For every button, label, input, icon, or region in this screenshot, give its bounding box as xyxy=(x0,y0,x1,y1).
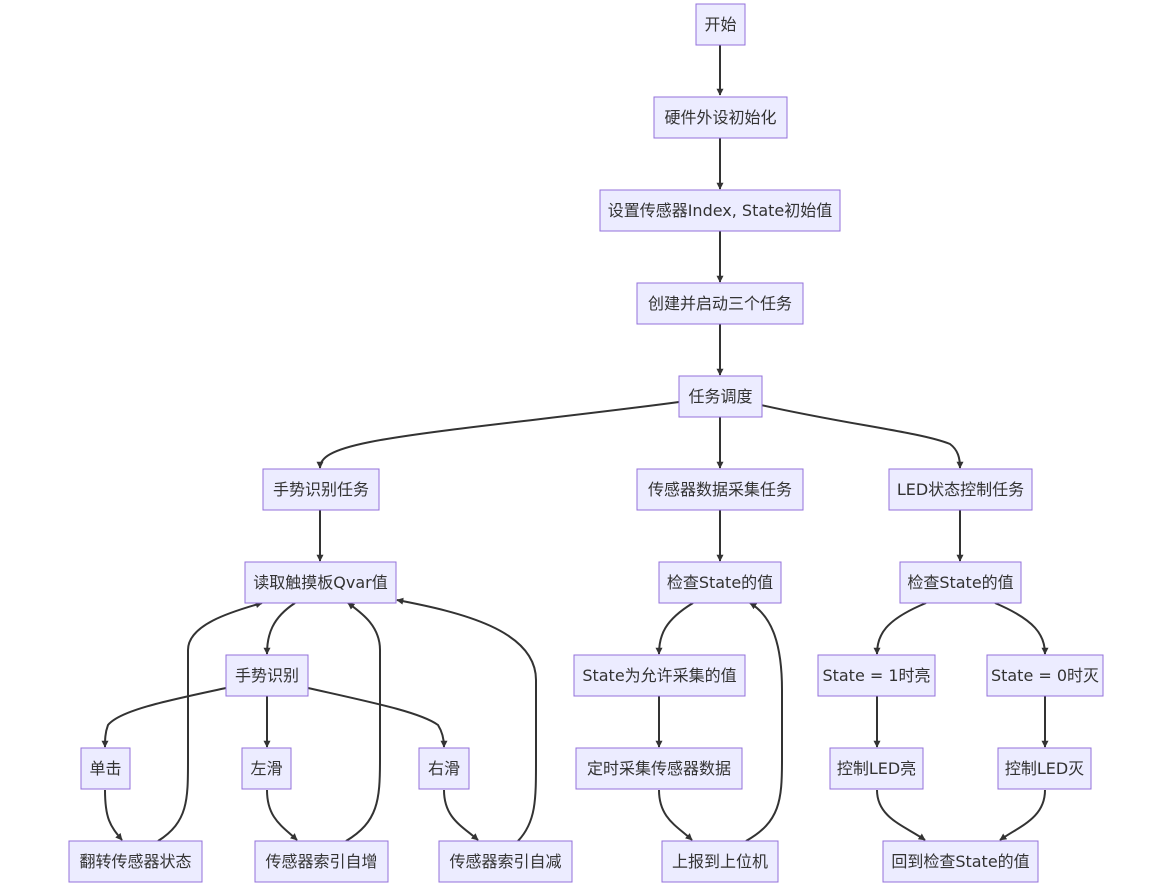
edge-ledoff-back xyxy=(999,789,1046,841)
node-check-state-mid: 检查State的值 xyxy=(658,561,782,604)
node-schedule-label: 任务调度 xyxy=(688,387,752,406)
edges xyxy=(101,45,1049,842)
node-single-click-label: 单击 xyxy=(89,759,121,778)
node-gesture-task-label: 手势识别任务 xyxy=(273,480,369,499)
node-state-off: State = 0时灭 xyxy=(986,654,1104,697)
node-set-init-label: 设置传感器Index, State初始值 xyxy=(608,201,833,220)
nodes: 开始 硬件外设初始化 设置传感器Index, State初始值 创建并启动三个任… xyxy=(68,3,1104,883)
edge-recog-click xyxy=(101,687,227,748)
node-back-check: 回到检查State的值 xyxy=(882,840,1039,883)
edge-dec-readqvar xyxy=(396,597,537,842)
node-swipe-left: 左滑 xyxy=(241,747,292,790)
node-swipe-left-label: 左滑 xyxy=(250,759,282,778)
edge-readqvar-recog xyxy=(263,602,296,655)
node-start: 开始 xyxy=(695,3,746,46)
node-report-host-label: 上报到上位机 xyxy=(672,852,768,871)
edge-inc-readqvar xyxy=(345,602,381,842)
node-state-allowed: State为允许采集的值 xyxy=(573,654,746,697)
edge-collect-report xyxy=(658,789,693,841)
node-index-dec-label: 传感器索引自减 xyxy=(449,852,561,871)
node-led-off: 控制LED灭 xyxy=(997,747,1092,790)
node-swipe-right: 右滑 xyxy=(418,747,470,790)
node-read-qvar: 读取触摸板Qvar值 xyxy=(244,561,397,604)
node-check-state-led-label: 检查State的值 xyxy=(907,573,1013,592)
node-state-on-label: State = 1时亮 xyxy=(822,666,930,685)
node-hw-init-label: 硬件外设初始化 xyxy=(664,108,776,127)
node-single-click: 单击 xyxy=(80,747,131,790)
node-state-allowed-label: State为允许采集的值 xyxy=(582,666,736,685)
node-gesture-recog-label: 手势识别 xyxy=(235,666,299,685)
node-led-on: 控制LED亮 xyxy=(829,747,924,790)
node-report-host: 上报到上位机 xyxy=(661,840,779,883)
node-set-init: 设置传感器Index, State初始值 xyxy=(599,189,841,232)
node-toggle-sensor-label: 翻转传感器状态 xyxy=(79,852,191,871)
edge-recog-right xyxy=(307,687,448,748)
node-schedule: 任务调度 xyxy=(678,375,763,418)
node-led-task: LED状态控制任务 xyxy=(888,468,1033,511)
node-index-inc-label: 传感器索引自增 xyxy=(265,852,377,871)
node-back-check-label: 回到检查State的值 xyxy=(891,852,1029,871)
edge-toggle-readqvar xyxy=(157,601,263,842)
node-create-tasks: 创建并启动三个任务 xyxy=(636,282,804,325)
edge-checkmid-allowed xyxy=(655,602,694,655)
node-check-state-led: 检查State的值 xyxy=(899,561,1022,604)
node-gesture-task: 手势识别任务 xyxy=(262,468,380,511)
node-state-on: State = 1时亮 xyxy=(817,654,936,697)
node-led-task-label: LED状态控制任务 xyxy=(897,480,1024,499)
node-sensor-task: 传感器数据采集任务 xyxy=(636,468,804,511)
node-index-dec: 传感器索引自减 xyxy=(438,840,573,883)
node-state-off-label: State = 0时灭 xyxy=(991,666,1099,685)
node-toggle-sensor: 翻转传感器状态 xyxy=(68,840,203,883)
edge-right-dec xyxy=(443,789,479,841)
node-start-label: 开始 xyxy=(704,15,736,34)
node-timed-collect: 定时采集传感器数据 xyxy=(575,747,743,790)
node-led-off-label: 控制LED灭 xyxy=(1005,759,1084,778)
node-swipe-right-label: 右滑 xyxy=(428,759,460,778)
edge-schedule-led xyxy=(760,404,964,469)
node-gesture-recog: 手势识别 xyxy=(225,654,309,697)
edge-ledon-back xyxy=(876,789,926,841)
edge-checkled-off xyxy=(994,602,1049,655)
node-create-tasks-label: 创建并启动三个任务 xyxy=(648,294,792,313)
node-sensor-task-label: 传感器数据采集任务 xyxy=(648,480,792,499)
node-read-qvar-label: 读取触摸板Qvar值 xyxy=(253,573,387,592)
node-timed-collect-label: 定时采集传感器数据 xyxy=(587,759,731,778)
edge-schedule-gesture xyxy=(316,401,680,469)
node-index-inc: 传感器索引自增 xyxy=(254,840,389,883)
edge-click-toggle xyxy=(104,789,123,841)
node-hw-init: 硬件外设初始化 xyxy=(653,96,788,139)
edge-report-checkmid xyxy=(745,602,783,842)
edge-checkled-on xyxy=(873,602,927,655)
node-check-state-mid-label: 检查State的值 xyxy=(667,573,773,592)
node-led-on-label: 控制LED亮 xyxy=(837,759,916,778)
edge-left-inc xyxy=(266,789,298,841)
